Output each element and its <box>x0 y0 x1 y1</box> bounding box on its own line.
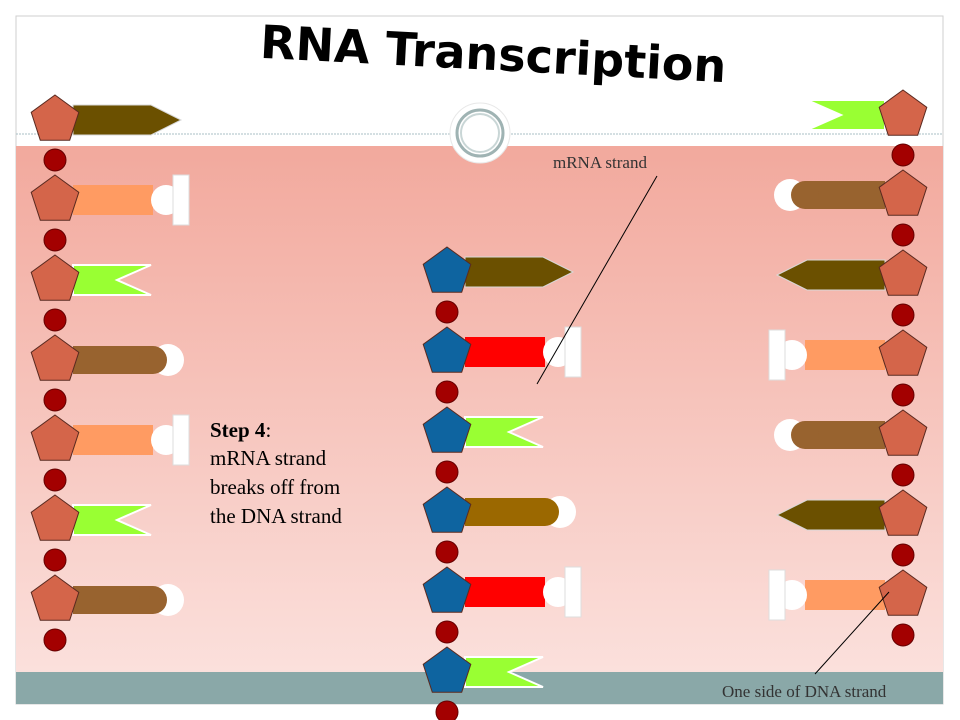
phosphate-bead <box>435 540 459 564</box>
sugar-pentagon <box>422 646 472 693</box>
sugar-pentagon <box>878 569 928 616</box>
sugar-pentagon <box>422 486 472 533</box>
base-pill-body <box>73 185 153 215</box>
phosphate-bead <box>891 383 915 407</box>
phosphate-bead <box>43 468 67 492</box>
phosphate-bead <box>43 628 67 652</box>
phosphate-bead <box>43 228 67 252</box>
phosphate-bead <box>43 548 67 572</box>
base-round-cap <box>791 421 819 449</box>
base-pill-bracket <box>768 569 786 621</box>
sugar-pentagon <box>30 94 80 141</box>
phosphate-bead <box>435 380 459 404</box>
phosphate-bead <box>435 700 459 720</box>
step-heading: Step 4: <box>210 418 271 442</box>
phosphate-bead <box>43 148 67 172</box>
phosphate-bead <box>435 300 459 324</box>
sugar-pentagon <box>422 246 472 293</box>
phosphate-bead <box>891 623 915 647</box>
sugar-pentagon <box>30 494 80 541</box>
dna-strand-left <box>30 94 190 652</box>
phosphate-bead <box>891 223 915 247</box>
dna-pointer-line <box>814 591 890 675</box>
sugar-pentagon <box>422 566 472 613</box>
phosphate-bead <box>891 463 915 487</box>
mrna-pointer-line <box>536 175 658 385</box>
sugar-pentagon <box>30 254 80 301</box>
step-line-2: breaks off from <box>210 475 340 499</box>
base-pill-body <box>73 425 153 455</box>
base-pill-body <box>805 340 885 370</box>
sugar-pentagon <box>422 406 472 453</box>
base-pill-body <box>465 577 545 607</box>
mrna-strand <box>422 246 582 720</box>
phosphate-bead <box>435 460 459 484</box>
step-line-3: the DNA strand <box>210 504 342 528</box>
sugar-pentagon <box>30 574 80 621</box>
dna-strand-right <box>768 89 928 647</box>
sugar-pentagon <box>30 174 80 221</box>
base-pill-bracket <box>172 174 190 226</box>
base-pill-body <box>465 337 545 367</box>
phosphate-bead <box>891 143 915 167</box>
sugar-pentagon <box>878 169 928 216</box>
sugar-pentagon <box>30 414 80 461</box>
mrna-label: mRNA strand <box>553 153 647 172</box>
base-pill-body <box>805 580 885 610</box>
base-pill-bracket <box>564 326 582 378</box>
dna-side-label: One side of DNA strand <box>722 682 887 701</box>
base-round-cap <box>531 498 559 526</box>
step-line-1: mRNA strand <box>210 446 327 470</box>
sugar-pentagon <box>878 329 928 376</box>
sugar-pentagon <box>878 89 928 136</box>
step-heading-colon: : <box>265 418 271 442</box>
phosphate-bead <box>43 388 67 412</box>
sugar-pentagon <box>878 409 928 456</box>
base-round-cap <box>139 586 167 614</box>
base-pill-bracket <box>172 414 190 466</box>
base-pill-bracket <box>768 329 786 381</box>
base-round-cap <box>139 346 167 374</box>
sugar-pentagon <box>878 249 928 296</box>
phosphate-bead <box>435 620 459 644</box>
phosphate-bead <box>43 308 67 332</box>
step-heading-label: Step 4 <box>210 418 266 442</box>
phosphate-bead <box>891 303 915 327</box>
phosphate-bead <box>891 543 915 567</box>
base-pill-bracket <box>564 566 582 618</box>
sugar-pentagon <box>30 334 80 381</box>
header-ring-ornament <box>449 102 511 164</box>
sugar-pentagon <box>878 489 928 536</box>
base-round-cap <box>791 181 819 209</box>
sugar-pentagon <box>422 326 472 373</box>
